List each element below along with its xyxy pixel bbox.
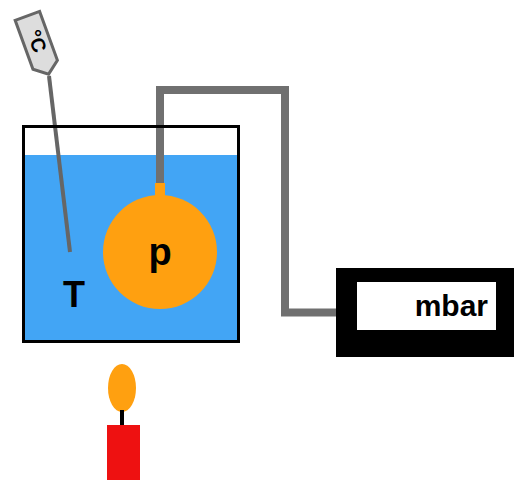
node-label: T [63,274,85,316]
thermometer: °C [13,9,64,81]
pressure-sphere: p [103,183,217,309]
candle-body [107,425,140,480]
mbar-display: mbar [336,268,514,357]
node-label: p [148,233,171,271]
water-tank: Tp [22,125,240,343]
candle-flame [108,364,136,412]
display-screen: mbar [357,282,496,330]
node-label: mbar [415,291,488,321]
water [25,155,237,340]
thermometer-stem [49,76,70,252]
candle-wick [120,410,124,426]
